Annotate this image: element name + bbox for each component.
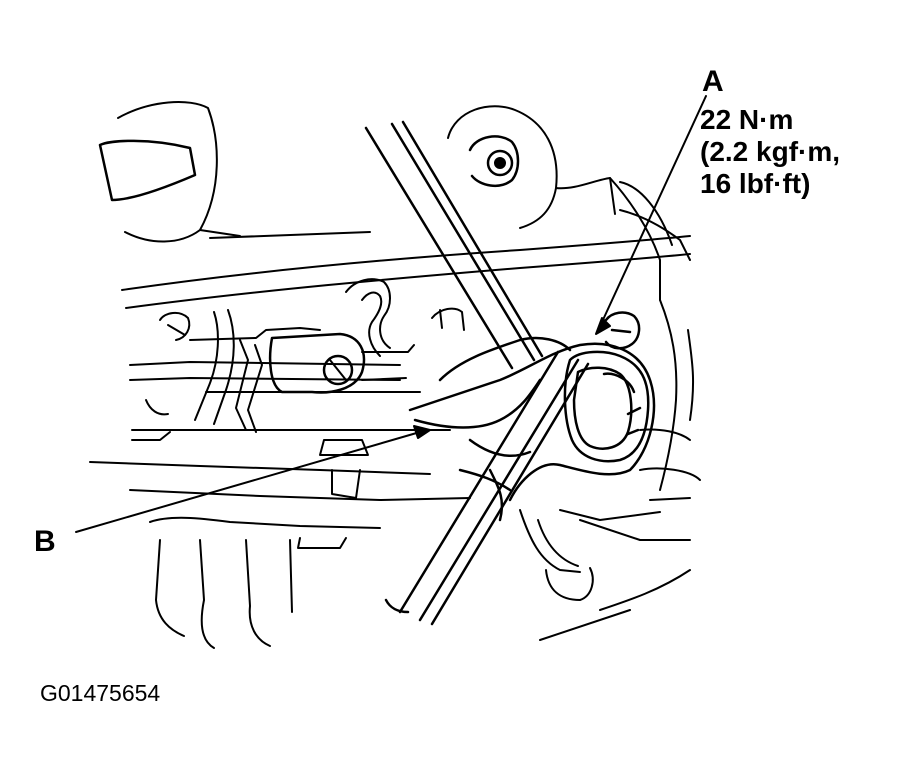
wire-harness bbox=[408, 336, 656, 522]
callout-label-b: B bbox=[34, 525, 56, 558]
upper-left-housing bbox=[98, 101, 241, 243]
curved-hose bbox=[345, 278, 465, 357]
torque-spec: 22 N·m (2.2 kgf·m, 16 lbf·ft) bbox=[700, 104, 840, 200]
torque-line-nm: 22 N·m bbox=[700, 104, 794, 135]
figure-id: G01475654 bbox=[40, 680, 161, 706]
leader-line-a bbox=[595, 95, 707, 335]
torque-line-lbfft: 16 lbf·ft) bbox=[700, 168, 811, 199]
fuel-rail-assembly bbox=[129, 309, 451, 441]
lower-intake bbox=[89, 439, 471, 649]
bolt-boss bbox=[447, 105, 616, 229]
torque-line-kgfm: (2.2 kgf·m, bbox=[700, 136, 841, 167]
intake-shell bbox=[121, 177, 691, 309]
callout-label-a: A bbox=[702, 65, 724, 98]
leader-line-b bbox=[75, 425, 431, 533]
sensor-body bbox=[563, 311, 650, 463]
diagonal-rod bbox=[364, 120, 590, 626]
right-frame-outline bbox=[619, 209, 695, 491]
lower-right-hose bbox=[519, 428, 701, 641]
